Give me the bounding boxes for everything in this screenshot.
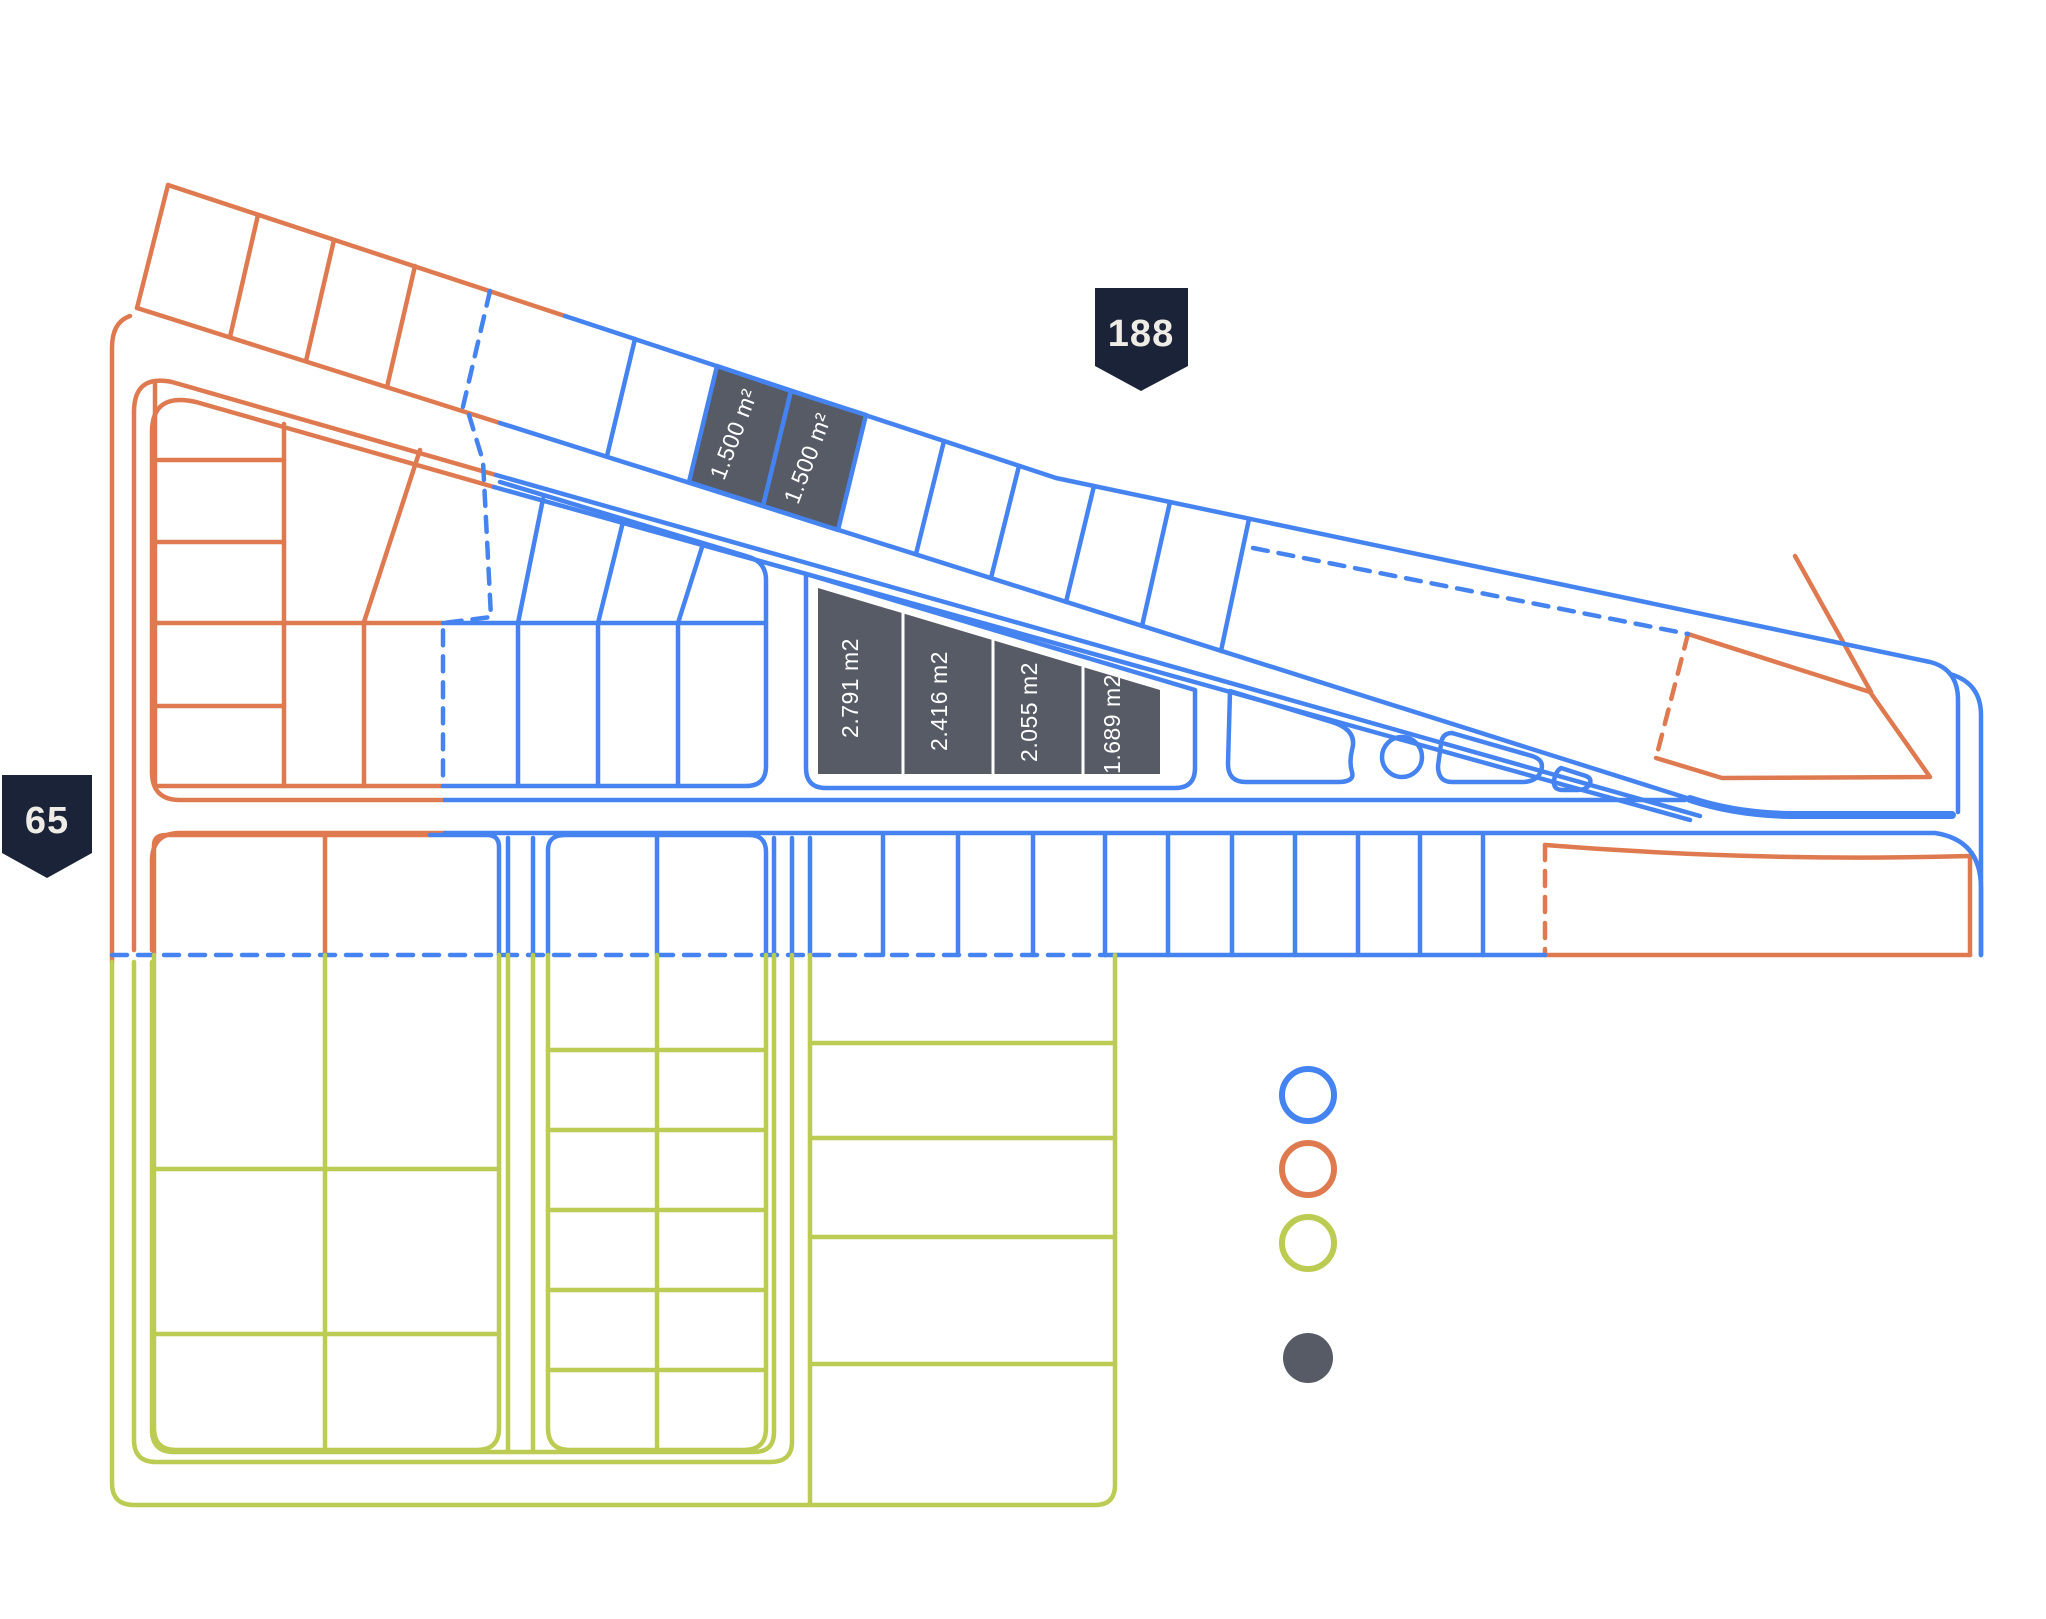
legend-zone-orange-icon <box>1279 1140 1337 1198</box>
plot-2791-label[interactable]: 2.791 m2 <box>837 638 863 738</box>
road-badge-65: 65 <box>2 775 92 878</box>
badge-65-label: 65 <box>25 800 69 842</box>
plot-1500-b[interactable]: 1.500 m² <box>760 388 869 533</box>
badge-65-flag <box>2 775 92 878</box>
zone-green-sector <box>109 952 1118 1508</box>
badge-188-label: 188 <box>1108 313 1174 355</box>
plot-1689-label[interactable]: 1.689 m2 <box>1099 674 1125 774</box>
featured-plots-lower: 2.791 m2 2.416 m2 2.055 m2 1.689 m2 <box>818 588 1160 774</box>
zone-blue-sector <box>109 288 1984 958</box>
legend-zone-green-icon <box>1279 1214 1337 1272</box>
legend-zone-blue-icon <box>1279 1066 1337 1124</box>
badge-188-flag <box>1095 288 1188 391</box>
plot-2055-label[interactable]: 2.055 m2 <box>1016 662 1042 762</box>
plot-2416-label[interactable]: 2.416 m2 <box>926 651 952 751</box>
zone-orange-sector <box>109 182 1973 965</box>
legend <box>1279 1066 1337 1383</box>
featured-plots-upper: 1.500 m² 1.500 m² <box>686 363 869 533</box>
road-badge-188: 188 <box>1095 288 1188 391</box>
plot-1500-a[interactable]: 1.500 m² <box>686 363 794 509</box>
roundabout-island <box>1379 734 1425 780</box>
legend-highlighted-plots-icon <box>1283 1333 1333 1383</box>
